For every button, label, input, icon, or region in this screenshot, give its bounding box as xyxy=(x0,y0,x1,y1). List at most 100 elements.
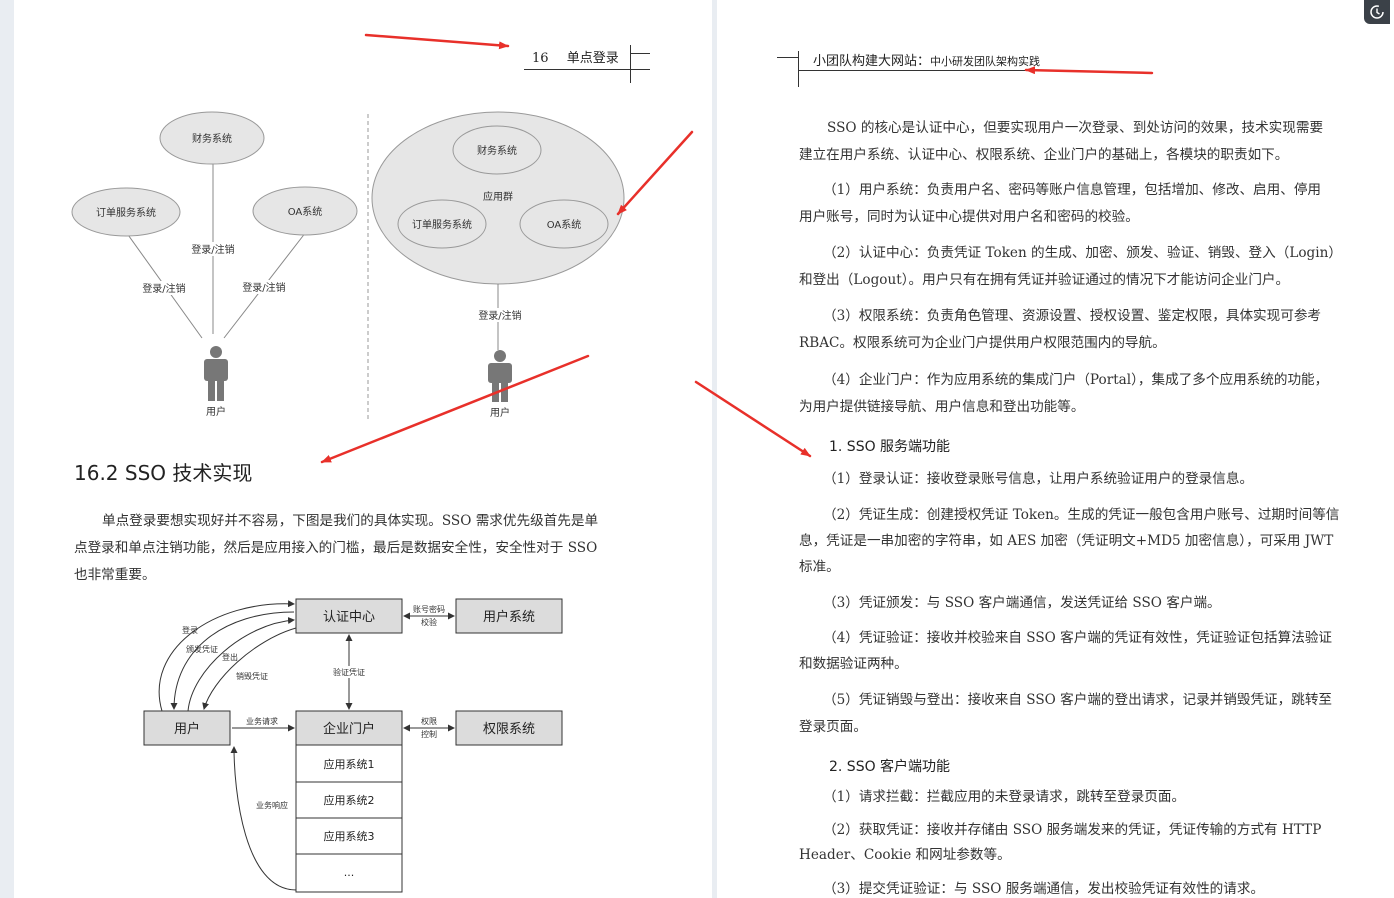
client-item-2: （2）获取凭证：接收并存储由 SSO 服务端发来的凭证，凭证传输的方式有 HTT… xyxy=(799,818,1357,868)
para-line: （4）企业门户：作为应用系统的集成门户（Portal），集成了多个应用系统的功能… xyxy=(823,372,1329,388)
user-system-paragraph: （1）用户系统：负责用户名、密码等账户信息管理，包括增加、修改、启用、停用 用户… xyxy=(799,177,1357,231)
group-label: 应用群 xyxy=(483,190,513,203)
auth-center-box xyxy=(295,598,403,634)
book-title-header: 小团队构建大网站：中小研发团队架构实践 xyxy=(813,50,1040,69)
para-line: 标准。 xyxy=(799,559,840,575)
account-pwd-label: 账号密码 xyxy=(413,604,445,614)
edge-label-left: 登录/注销 xyxy=(142,282,185,295)
header-tick-right-top xyxy=(777,57,799,58)
server-item-4: （4）凭证验证：接收并校验来自 SSO 客户端的凭证有效性，凭证验证包括算法验证… xyxy=(799,625,1357,677)
para-line: 用户账号，同时为认证中心提供对用户名和密码的校验。 xyxy=(799,209,1139,225)
para-line: （4）凭证验证：接收并校验来自 SSO 客户端的凭证有效性，凭证验证包括算法验证 xyxy=(823,630,1333,646)
login-label: 登录 xyxy=(182,625,198,635)
edge-label-right: 登录/注销 xyxy=(242,281,285,294)
biz-response-label: 业务响应 xyxy=(256,800,288,810)
perm-system-label: 权限系统 xyxy=(483,721,535,737)
app-box-2 xyxy=(295,781,403,819)
header-tick-right xyxy=(798,51,799,87)
para-line: 息，凭证是一串加密的字符串，如 AES 加密（凭证明文+MD5 加密信息），可采… xyxy=(799,533,1334,549)
para-line: （2）凭证生成：创建授权凭证 Token。生成的凭证一般包含用户账号、过期时间等… xyxy=(823,507,1340,523)
app-box-3 xyxy=(295,817,403,855)
group-oa-node xyxy=(519,199,609,249)
page-number: 16 xyxy=(532,51,549,66)
biz-request-label: 业务请求 xyxy=(246,716,278,726)
group-finance-node xyxy=(452,125,542,175)
para-line: （1）用户系统：负责用户名、密码等账户信息管理，包括增加、修改、启用、停用 xyxy=(823,182,1322,198)
left-paragraph: 单点登录要想实现好并不容易，下图是我们的具体实现。SSO 需求优先级首先是单 点… xyxy=(74,508,632,589)
server-item-5: （5）凭证销毁与登出：接收来自 SSO 客户端的登出请求，记录并销毁凭证，跳转至… xyxy=(799,687,1357,741)
app-box-more xyxy=(295,853,403,893)
header-rule xyxy=(524,69,650,70)
para-line: SSO 的核心是认证中心，但要实现用户一次登录、到处访问的效果，技术实现需要 xyxy=(827,120,1324,136)
user-system-label: 用户系统 xyxy=(483,609,535,625)
para-line: （1）登录认证：接收登录账号信息，让用户系统验证用户的登录信息。 xyxy=(823,471,1254,487)
finance-system-node xyxy=(159,111,265,165)
header-tick-top xyxy=(630,53,650,54)
right-page: 小团队构建大网站：中小研发团队架构实践 SSO 的核心是认证中心，但要实现用户一… xyxy=(717,0,1394,898)
order-system-node xyxy=(71,187,181,237)
para-line: RBAC。权限系统可为企业门户提供用户权限范围内的导航。 xyxy=(799,335,1166,351)
section-title: 16.2 SSO 技术实现 xyxy=(74,461,253,485)
header-tick xyxy=(630,45,631,83)
diagram-left-half: 财务系统 订单服务系统 OA系统 登录/注销 登录/注销 登录/注销 用户 xyxy=(71,111,358,418)
perm-system-box xyxy=(455,710,563,746)
left-page: 16 单点登录 财务系统 订单服务系统 OA系统 登录/注销 登录/注销 登录/… xyxy=(14,0,712,898)
issue-cert-label: 颁发凭证 xyxy=(186,644,218,654)
para-line: 和数据验证两种。 xyxy=(799,656,908,672)
client-item-1: （1）请求拦截：拦截应用的未登录请求，跳转至登录页面。 xyxy=(799,784,1357,811)
history-button[interactable] xyxy=(1364,0,1390,24)
logout-label: 登出 xyxy=(222,652,238,662)
portal-label: 企业门户 xyxy=(323,721,375,737)
server-item-3: （3）凭证颁发：与 SSO 客户端通信，发送凭证给 SSO 客户端。 xyxy=(799,590,1357,617)
para-line: （5）凭证销毁与登出：接收来自 SSO 客户端的登出请求，记录并销毁凭证，跳转至 xyxy=(823,692,1333,708)
para-line: （3）凭证颁发：与 SSO 客户端通信，发送凭证给 SSO 客户端。 xyxy=(823,595,1221,611)
sso-topology-diagram: 财务系统 订单服务系统 OA系统 登录/注销 登录/注销 登录/注销 用户 财 xyxy=(71,111,625,420)
server-heading: 1. SSO 服务端功能 xyxy=(829,439,951,455)
order-system-label: 订单服务系统 xyxy=(96,206,156,219)
server-item-1: （1）登录认证：接收登录账号信息，让用户系统验证用户的登录信息。 xyxy=(799,466,1357,493)
group-oa-label: OA系统 xyxy=(547,218,582,231)
edge-label-mid: 登录/注销 xyxy=(191,243,234,256)
perm-ctrl-label: 权限 xyxy=(421,716,437,726)
para-line: 为用户提供链接导航、用户信息和登出功能等。 xyxy=(799,399,1085,415)
user-icon xyxy=(488,350,512,402)
oa-system-node xyxy=(252,186,358,236)
user-system-box xyxy=(455,598,563,634)
group-order-label: 订单服务系统 xyxy=(412,218,472,231)
chapter-title: 单点登录 xyxy=(566,51,619,66)
user-label-right: 用户 xyxy=(490,406,510,419)
portal-paragraph: （4）企业门户：作为应用系统的集成门户（Portal），集成了多个应用系统的功能… xyxy=(799,367,1357,421)
group-finance-label: 财务系统 xyxy=(477,144,517,157)
para-line: Header、Cookie 和网址参数等。 xyxy=(799,847,1011,863)
para-line: 点登录和单点注销功能，然后是应用接入的门槛，最后是数据安全性，安全性对于 SSO xyxy=(74,540,598,556)
para-line: 单点登录要想实现好并不容易，下图是我们的具体实现。SSO 需求优先级首先是单 xyxy=(102,513,599,529)
auth-center-paragraph: （2）认证中心：负责凭证 Token 的生成、加密、颁发、验证、销毁、登入（Lo… xyxy=(799,240,1357,294)
group-edge-label: 登录/注销 xyxy=(478,309,521,322)
auth-center-label: 认证中心 xyxy=(323,610,375,625)
para-line: （3）提交凭证验证：与 SSO 服务端通信，发出校验凭证有效性的请求。 xyxy=(823,881,1265,897)
book-title-main: 小团队构建大网站： xyxy=(813,54,931,69)
book-title-sub: 中小研发团队架构实践 xyxy=(930,55,1041,68)
para-line: （1）请求拦截：拦截应用的未登录请求，跳转至登录页面。 xyxy=(823,789,1186,805)
user-box xyxy=(143,710,231,746)
app-label-1: 应用系统1 xyxy=(324,757,375,771)
page-header-left: 16 单点登录 xyxy=(532,47,619,66)
para-line: （2）获取凭证：接收并存储由 SSO 服务端发来的凭证，凭证传输的方式有 HTT… xyxy=(823,822,1322,838)
sso-architecture-diagram: 认证中心 用户系统 企业门户 权限系统 用户 应用系统1 应用系统2 应用系统3… xyxy=(143,598,563,893)
group-order-node xyxy=(397,199,487,249)
perm-ctrl-label-2: 控制 xyxy=(421,729,437,739)
finance-system-label: 财务系统 xyxy=(192,132,232,145)
user-icon xyxy=(204,346,228,401)
client-item-3: （3）提交凭证验证：与 SSO 服务端通信，发出校验凭证有效性的请求。 xyxy=(799,876,1357,898)
para-line: （3）权限系统：负责角色管理、资源设置、授权设置、鉴定权限，具体实现可参考 xyxy=(823,308,1322,324)
perm-system-paragraph: （3）权限系统：负责角色管理、资源设置、授权设置、鉴定权限，具体实现可参考 RB… xyxy=(799,303,1357,357)
para-line: 和登出（Logout）。用户只有在拥有凭证并验证通过的情况下才能访问企业门户。 xyxy=(799,272,1290,288)
para-line: 登录页面。 xyxy=(799,719,867,735)
server-item-2: （2）凭证生成：创建授权凭证 Token。生成的凭证一般包含用户账号、过期时间等… xyxy=(799,502,1357,580)
diagram-right-half: 财务系统 应用群 订单服务系统 OA系统 登录/注销 用户 xyxy=(371,111,625,419)
para-line: 也非常重要。 xyxy=(74,567,156,583)
para-line: 建立在用户系统、认证中心、权限系统、企业门户的基础上，各模块的职责如下。 xyxy=(799,147,1289,163)
history-icon xyxy=(1370,5,1384,19)
client-heading: 2. SSO 客户端功能 xyxy=(829,759,951,775)
user-box-label: 用户 xyxy=(174,721,200,737)
